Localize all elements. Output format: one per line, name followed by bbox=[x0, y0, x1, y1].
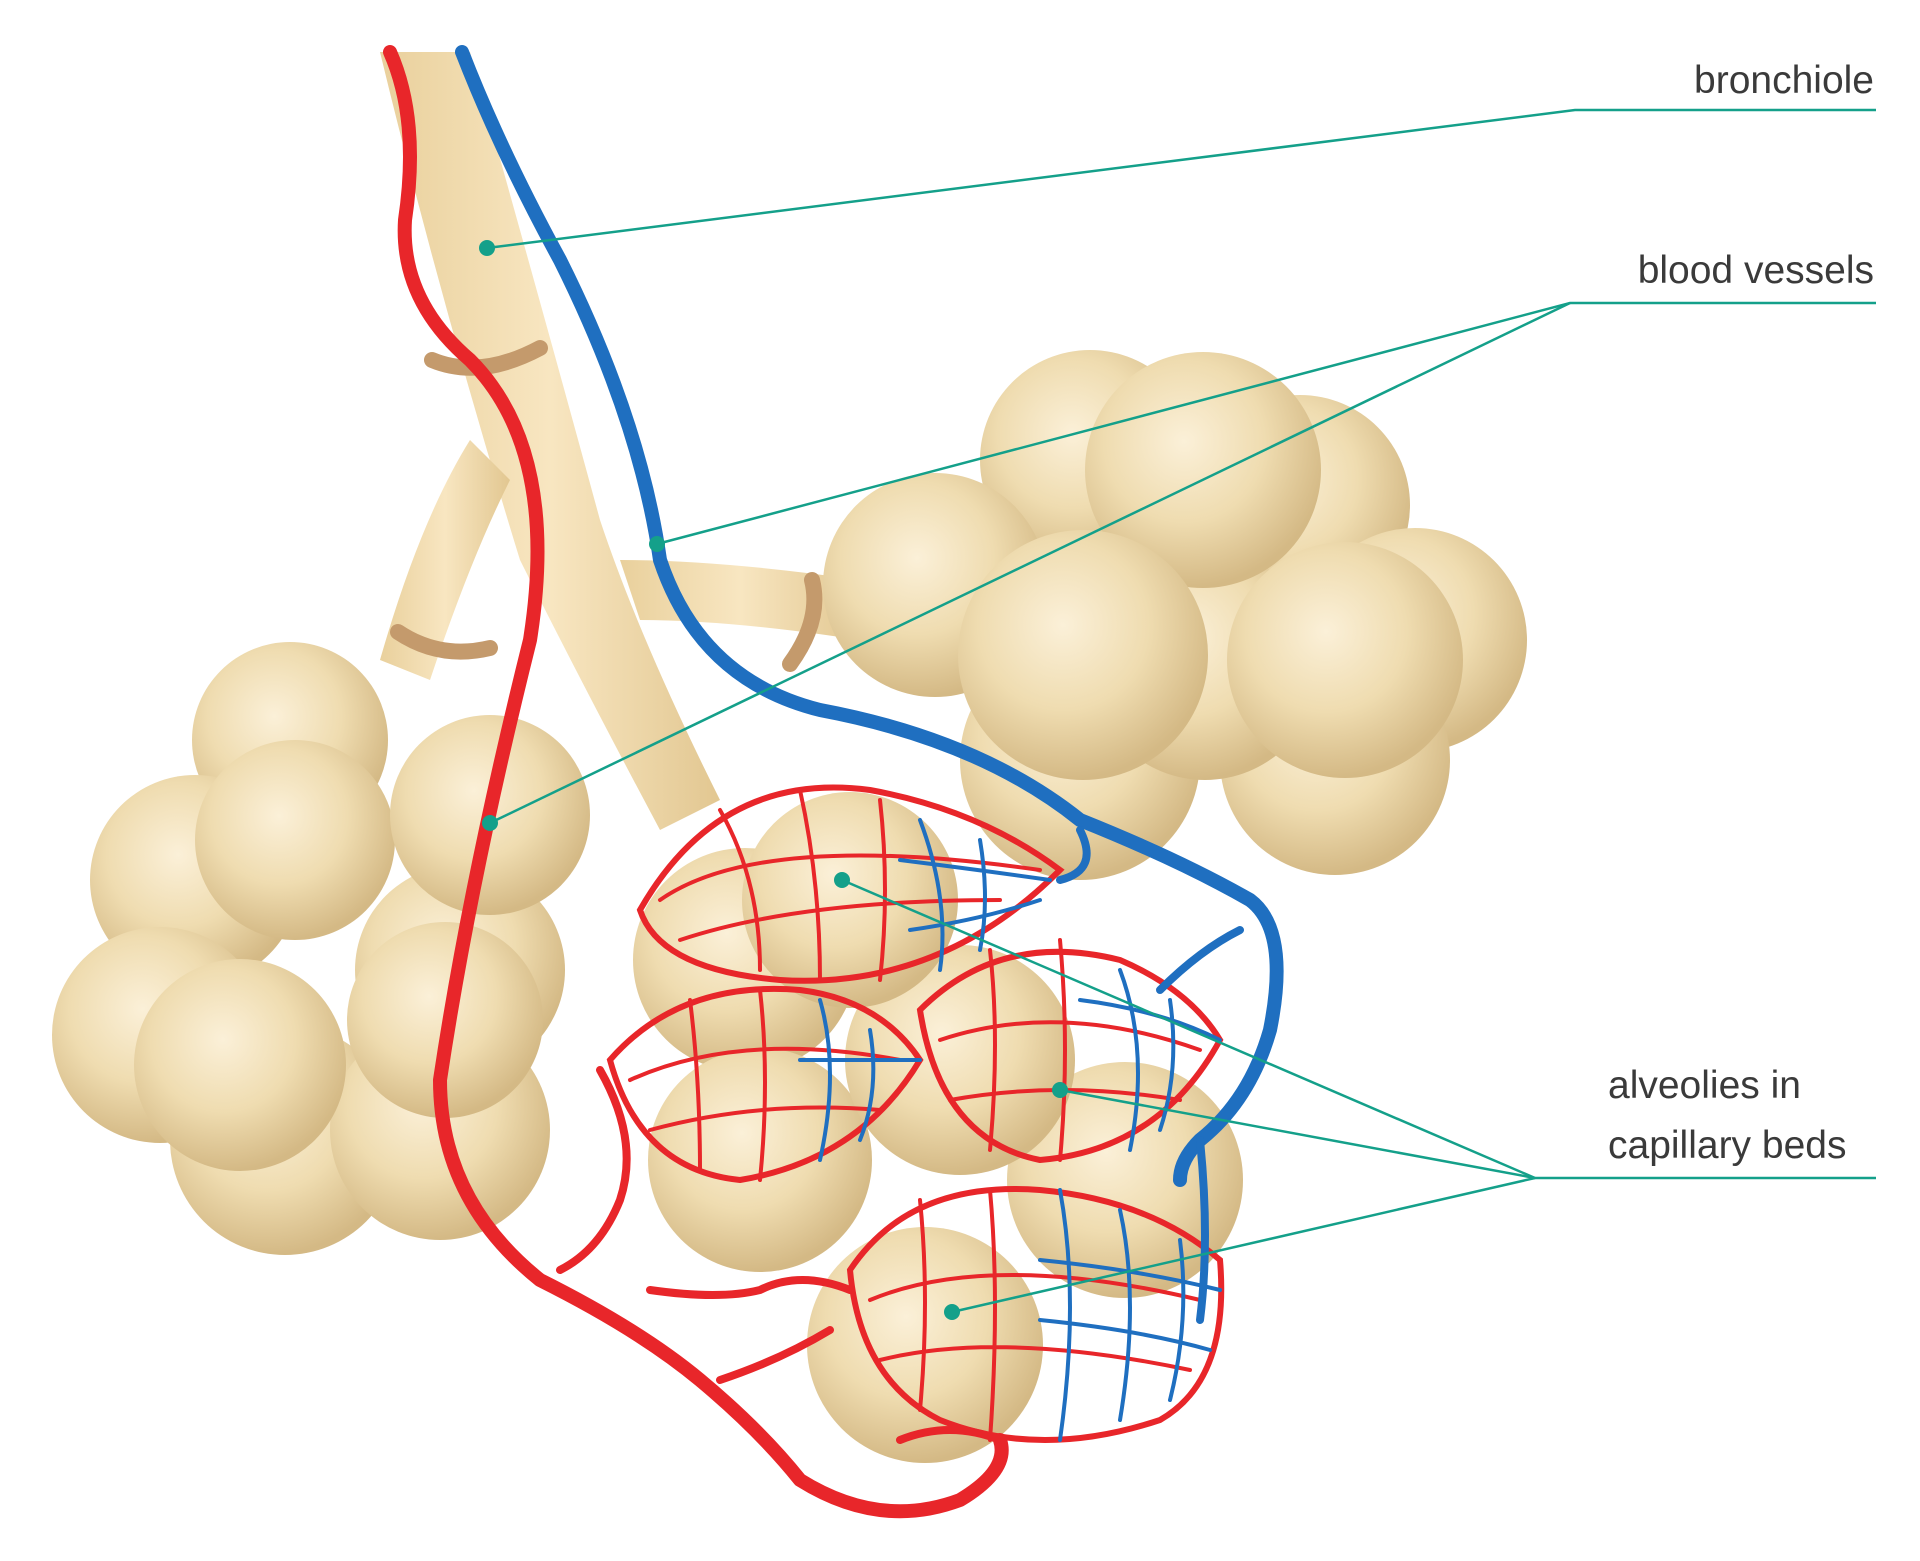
artery bbox=[383, 45, 1009, 1519]
marker-dot bbox=[834, 872, 850, 888]
leader-lines bbox=[486, 108, 1876, 1314]
marker-dot bbox=[479, 240, 495, 256]
leader-markers bbox=[479, 240, 1068, 1320]
label-alveoli-line1: alveolies in bbox=[1608, 1064, 1801, 1107]
bronchiole-left-branch bbox=[380, 440, 510, 680]
alveoli-leader bbox=[1059, 1088, 1536, 1180]
alveolus bbox=[742, 792, 958, 1008]
capillary-net bbox=[606, 784, 1225, 1443]
marker-dot bbox=[482, 815, 498, 831]
label-alveoli-line2: capillary beds bbox=[1608, 1124, 1846, 1167]
vein bbox=[455, 45, 1284, 1187]
artery-branch bbox=[556, 1066, 1004, 1444]
right-alveolar-cluster bbox=[823, 350, 1527, 880]
alveolus bbox=[845, 945, 1075, 1175]
marker-dot bbox=[649, 536, 665, 552]
bronchiole-trunk bbox=[380, 52, 720, 830]
vein-branch bbox=[1056, 826, 1244, 1324]
label-bronchiole: bronchiole bbox=[1694, 59, 1874, 102]
blood-vessels-leader bbox=[489, 301, 1571, 825]
alveoli-leader bbox=[951, 1176, 1536, 1314]
cartilage-ring bbox=[390, 624, 498, 660]
label-blood-vessels: blood vessels bbox=[1638, 249, 1874, 292]
alveolus bbox=[1085, 352, 1321, 588]
alveolus bbox=[1227, 542, 1463, 778]
bronchiole-leader bbox=[486, 108, 1876, 250]
bronchiole-right-branch bbox=[620, 560, 860, 640]
alveolus bbox=[134, 959, 346, 1171]
marker-dot bbox=[944, 1304, 960, 1320]
marker-dot bbox=[1052, 1082, 1068, 1098]
blood-vessels bbox=[383, 45, 1284, 1519]
bronchiole-tree bbox=[380, 52, 860, 830]
alveolus bbox=[195, 740, 395, 940]
alveolus bbox=[958, 530, 1208, 780]
cartilage-ring bbox=[782, 572, 823, 672]
